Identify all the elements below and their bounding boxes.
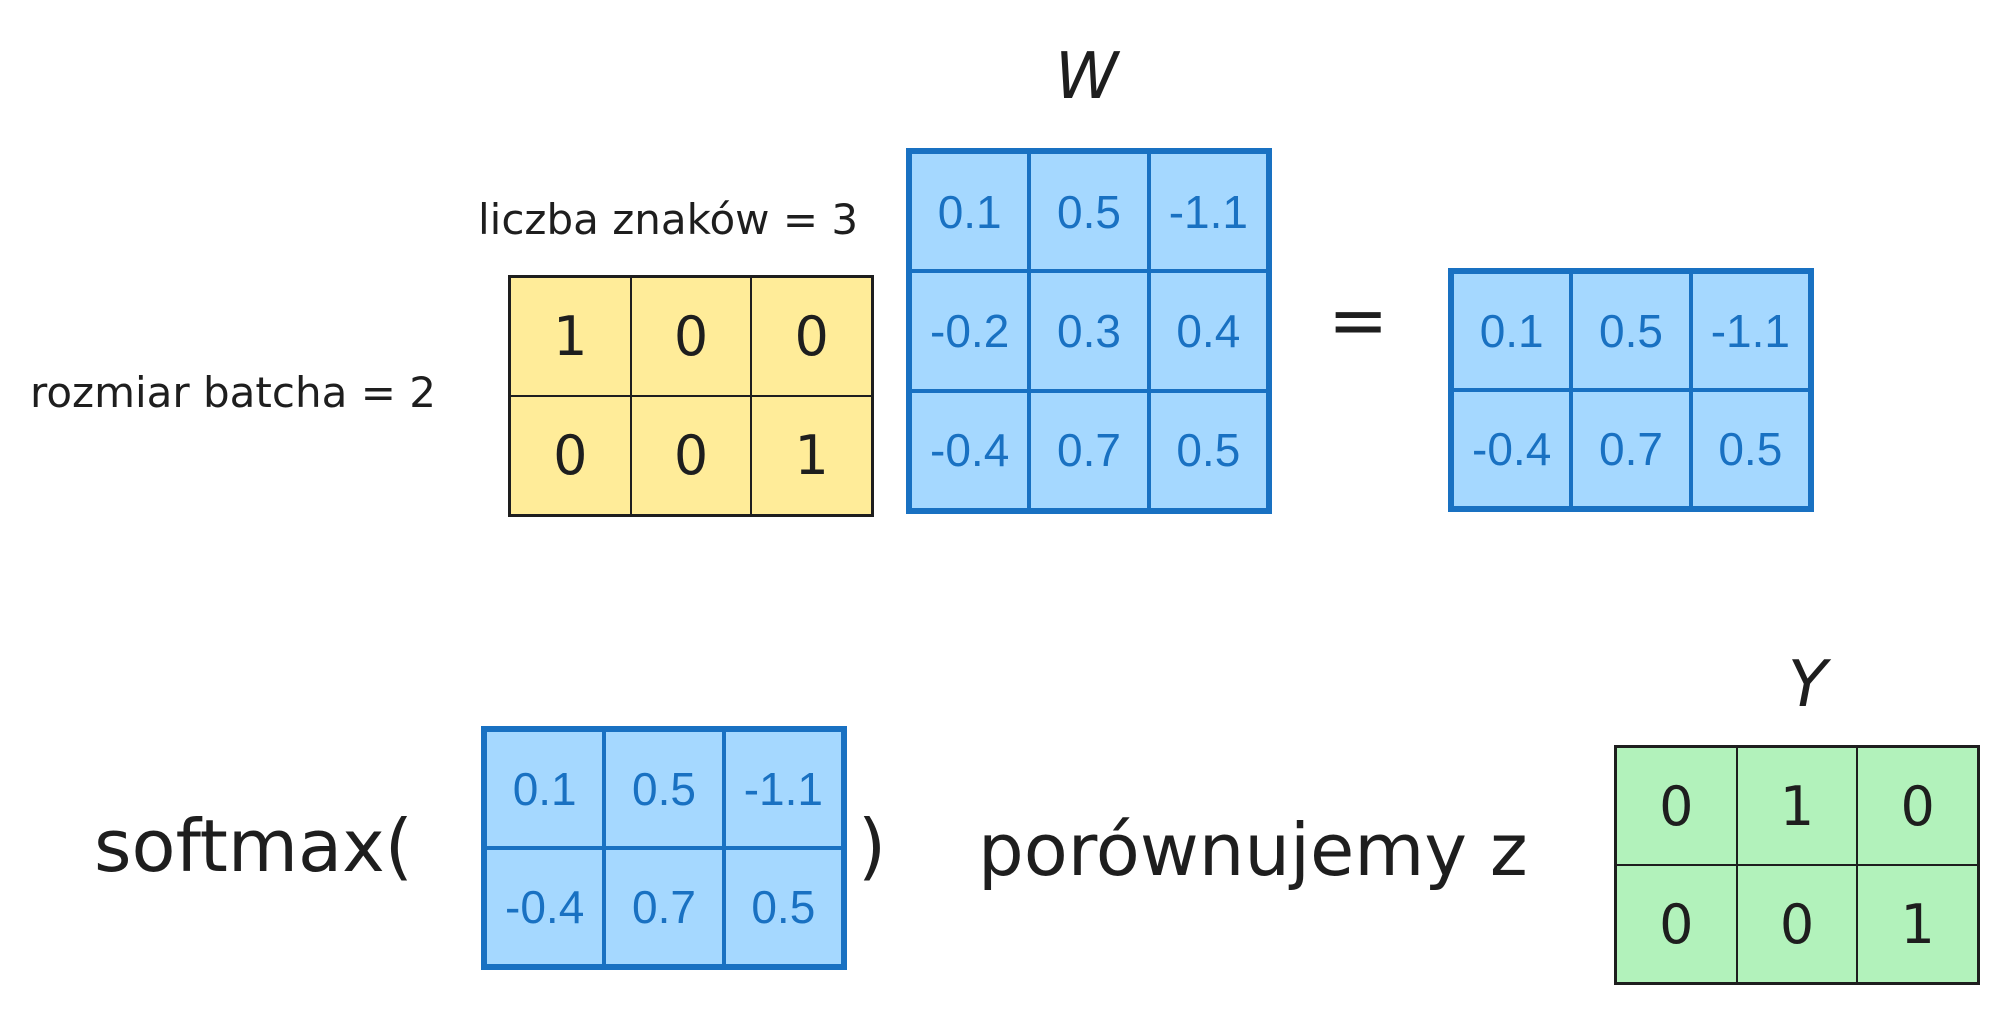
softmax-open-label: softmax( [94, 804, 413, 888]
softmax-close-paren: ) [858, 804, 887, 888]
batch-size-label: rozmiar batcha = 2 [30, 368, 436, 417]
w-matrix-cell-1-1: 0.3 [1029, 271, 1149, 391]
y-matrix-cell-0-1: 1 [1736, 747, 1858, 865]
y-matrix-cell-0-0: 0 [1616, 747, 1737, 865]
input-matrix-cell-1-2: 1 [751, 396, 872, 515]
softmax-matrix-cell-0-1: 0.5 [604, 730, 724, 848]
softmax-matrix-cell-0-0: 0.1 [485, 730, 605, 848]
softmax-matrix-cell-1-2: 0.5 [723, 848, 843, 966]
w-label: W [1055, 40, 1119, 114]
w-matrix-cell-0-0: 0.1 [910, 152, 1030, 272]
w-matrix-cell-1-0: -0.2 [910, 271, 1030, 391]
input-matrix-cell-0-1: 0 [630, 277, 752, 396]
softmax-matrix-cell-0-2: -1.1 [723, 730, 843, 848]
result-matrix-cell-0-0: 0.1 [1452, 272, 1572, 390]
result-matrix-cell-1-1: 0.7 [1571, 390, 1691, 508]
y-matrix-cell-1-0: 0 [1616, 865, 1737, 983]
result-matrix-cell-1-2: 0.5 [1690, 390, 1810, 508]
softmax-matrix-cell-1-0: -0.4 [485, 848, 605, 966]
input-matrix-cell-1-0: 0 [510, 396, 631, 515]
input-matrix-cell-0-0: 1 [510, 277, 631, 396]
y-matrix-cell-1-2: 1 [1857, 865, 1978, 983]
input-matrix-cell-1-1: 0 [630, 396, 752, 515]
w-matrix-cell-2-0: -0.4 [910, 390, 1030, 510]
w-matrix-cell-2-1: 0.7 [1029, 390, 1149, 510]
result-matrix-cell-1-0: -0.4 [1452, 390, 1572, 508]
y-label: Y [1788, 648, 1828, 722]
result-matrix-cell-0-2: -1.1 [1690, 272, 1810, 390]
result-matrix-cell-0-1: 0.5 [1571, 272, 1691, 390]
w-matrix-cell-2-2: 0.5 [1148, 390, 1268, 510]
softmax-matrix-cell-1-1: 0.7 [604, 848, 724, 966]
equals-sign: = [1328, 278, 1389, 362]
w-matrix-cell-0-1: 0.5 [1029, 152, 1149, 272]
input-matrix-cell-0-2: 0 [751, 277, 872, 396]
w-matrix-cell-0-2: -1.1 [1148, 152, 1268, 272]
y-matrix-cell-0-2: 0 [1857, 747, 1978, 865]
y-matrix-cell-1-1: 0 [1736, 865, 1858, 983]
w-matrix-cell-1-2: 0.4 [1148, 271, 1268, 391]
compare-label: porównujemy z [978, 808, 1528, 892]
char-count-label: liczba znaków = 3 [478, 195, 859, 244]
